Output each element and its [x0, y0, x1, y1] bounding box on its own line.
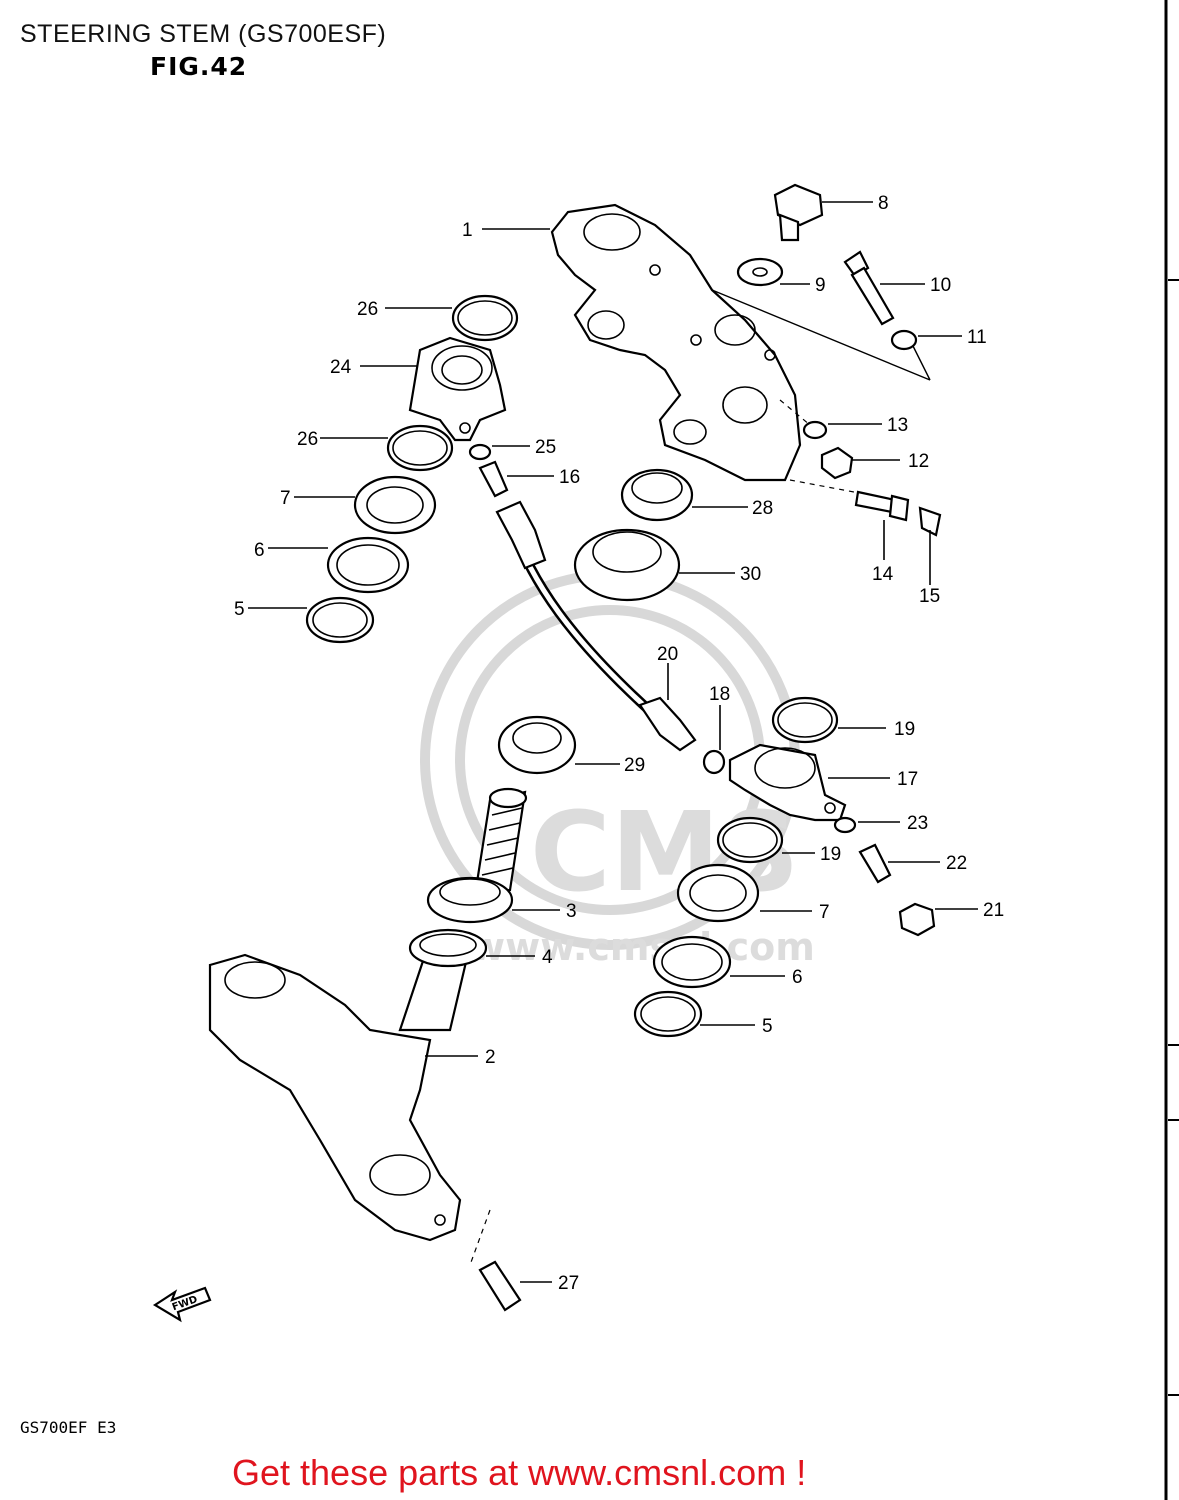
part-6-washer-right: [652, 935, 732, 989]
part-17-brake-hose-joint: [728, 743, 847, 822]
callout-15: 15: [919, 586, 940, 607]
callout-5-left: 5: [234, 599, 245, 620]
part-30-bearing: [573, 528, 681, 602]
callout-3: 3: [566, 901, 577, 922]
part-4-dust-seal: [408, 928, 488, 968]
part-21-nut: [898, 902, 936, 937]
part-26-seal-upper: [451, 294, 519, 342]
callout-17: 17: [897, 769, 918, 790]
callout-28: 28: [752, 498, 773, 519]
callout-30: 30: [740, 564, 761, 585]
part-2-steering-stem: [208, 787, 528, 1242]
callout-13: 13: [887, 415, 908, 436]
callout-12: 12: [908, 451, 929, 472]
part-8-bolt: [773, 183, 824, 242]
part-24-brake-hose-joint: [408, 336, 507, 442]
part-7-seal-right: [676, 863, 760, 923]
part-22-union-bolt: [858, 843, 892, 884]
callout-25: 25: [535, 437, 556, 458]
part-19-seal-upper: [771, 696, 839, 744]
callout-8: 8: [878, 193, 889, 214]
diagram-title: STEERING STEM (GS700ESF): [20, 20, 387, 48]
callout-24: 24: [330, 357, 352, 378]
callout-27: 27: [558, 1273, 579, 1294]
part-29-bearing: [497, 715, 577, 775]
callout-1: 1: [462, 220, 473, 241]
callout-26-upper: 26: [357, 299, 378, 320]
part-5-ring-left: [305, 596, 375, 644]
callout-6-right: 6: [792, 967, 803, 988]
callout-6-left: 6: [254, 540, 265, 561]
callout-26-lower: 26: [297, 429, 318, 450]
callout-23: 23: [907, 813, 928, 834]
part-16-union-bolt: [478, 460, 509, 498]
part-10-bolt: [843, 250, 895, 326]
part-12-nut: [820, 446, 854, 480]
part-19-seal-lower: [716, 816, 784, 864]
part-23-washer: [833, 816, 857, 834]
part-5-ring-right: [633, 990, 703, 1038]
callout-16: 16: [559, 467, 580, 488]
callout-7-right: 7: [819, 902, 830, 923]
part-14-bolt: [854, 490, 910, 522]
callout-14: 14: [872, 564, 894, 585]
callout-19-upper: 19: [894, 719, 915, 740]
callout-7-left: 7: [280, 488, 291, 509]
part-1-upper-bracket: [550, 203, 802, 482]
fwd-arrow-icon: FWD: [152, 1286, 212, 1323]
callout-18: 18: [709, 684, 730, 705]
leader-lines: [248, 201, 978, 1283]
part-25-washer: [468, 443, 492, 461]
part-28-cap: [620, 468, 694, 522]
callout-9: 9: [815, 275, 826, 296]
callout-19-lower: 19: [820, 844, 841, 865]
callout-4: 4: [542, 947, 553, 968]
part-18-washer: [702, 749, 726, 775]
part-3-bearing: [426, 876, 514, 924]
callout-20: 20: [657, 644, 678, 665]
watermark-url-text: www.cmsnl.com: [470, 925, 815, 969]
cmsnl-link[interactable]: Get these parts at www.cmsnl.com !: [232, 1452, 807, 1493]
part-9-washer: [736, 257, 784, 287]
part-20-brake-hose: [495, 500, 697, 752]
callout-22: 22: [946, 853, 967, 874]
figure-number: FIG.42: [150, 52, 248, 81]
callout-29: 29: [624, 755, 645, 776]
part-15-clip: [918, 506, 942, 537]
callout-5-right: 5: [762, 1016, 773, 1037]
callout-2: 2: [485, 1047, 496, 1068]
callout-labels: 1 8 9 10 11 26 24 13 12 26 25 16 7 28 6 …: [234, 193, 1004, 1294]
part-7-seal-left: [353, 475, 437, 535]
part-6-washer-left: [326, 536, 410, 594]
part-26-seal-lower: [386, 424, 454, 472]
callout-21: 21: [983, 900, 1004, 921]
part-11-washer: [890, 329, 918, 351]
callout-10: 10: [930, 275, 951, 296]
part-13-washer: [802, 420, 828, 440]
callout-11: 11: [967, 327, 987, 348]
part-27-bolt: [478, 1260, 522, 1312]
model-code: GS700EF E3: [20, 1418, 117, 1437]
